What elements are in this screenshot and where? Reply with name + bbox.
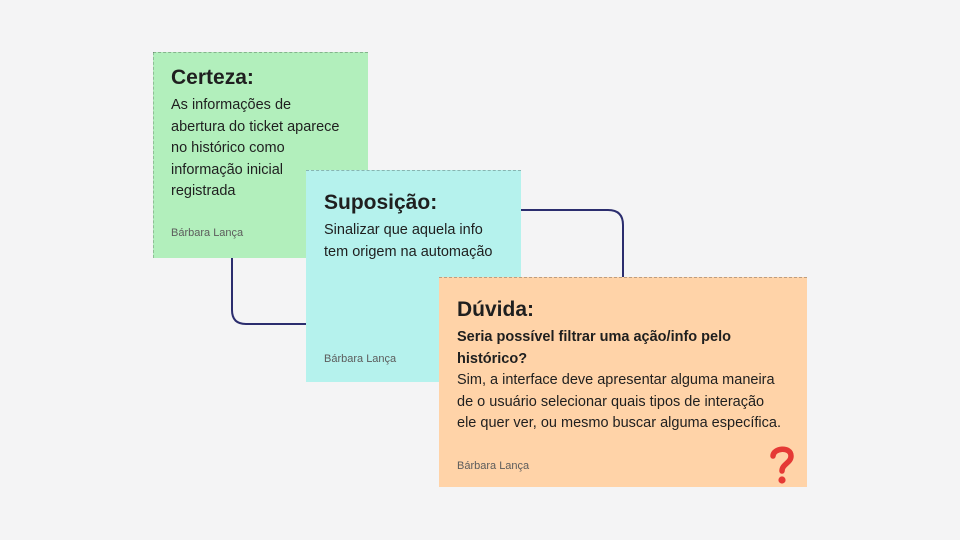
sticky-top-border [439,277,807,278]
note-line: ele quer ver, ou mesmo buscar alguma esp… [457,415,781,431]
note-line: no histórico como [171,140,285,156]
note-line: Sinalizar que aquela info [324,222,483,238]
question-mark-icon [770,446,794,484]
note-line: abertura do ticket aparece [171,118,340,135]
note-author: Bárbara Lança [171,227,244,239]
note-line: de o usuário selecionar quais tipos de i… [457,393,765,410]
note-line: tem origem na automação [324,243,493,260]
note-body: As informações de abertura do ticket apa… [171,95,350,203]
note-line: informação inicial [171,161,284,178]
note-title: Dúvida: [457,298,535,321]
note-line: registrada [171,183,236,199]
connector-certeza-suposicao[interactable] [231,258,306,325]
sticky-top-border [306,170,521,171]
note-body: Sinalizar que aquela info tem origem na … [324,220,503,263]
note-line: Seria possível filtrar uma ação/info pel… [457,329,731,345]
connector-suposicao-duvida[interactable] [521,209,624,277]
note-author: Bárbara Lança [324,353,397,365]
note-answer: Sim, a interface deve apresentar alguma … [457,370,789,435]
sticky-note-duvida[interactable]: Dúvida: Seria possível filtrar uma ação/… [439,277,807,487]
note-line: histórico? [457,350,528,367]
note-line: As informações de [171,97,292,113]
sticky-top-border [153,52,368,53]
note-title: Suposição: [324,191,438,214]
note-author: Bárbara Lança [457,460,530,472]
note-title: Certeza: [171,66,254,89]
sticky-left-border [153,52,154,258]
sticky-note-certeza[interactable]: Certeza: As informações de abertura do t… [153,52,368,258]
note-question: Seria possível filtrar uma ação/info pel… [457,327,789,370]
note-line: Sim, a interface deve apresentar alguma … [457,372,775,388]
